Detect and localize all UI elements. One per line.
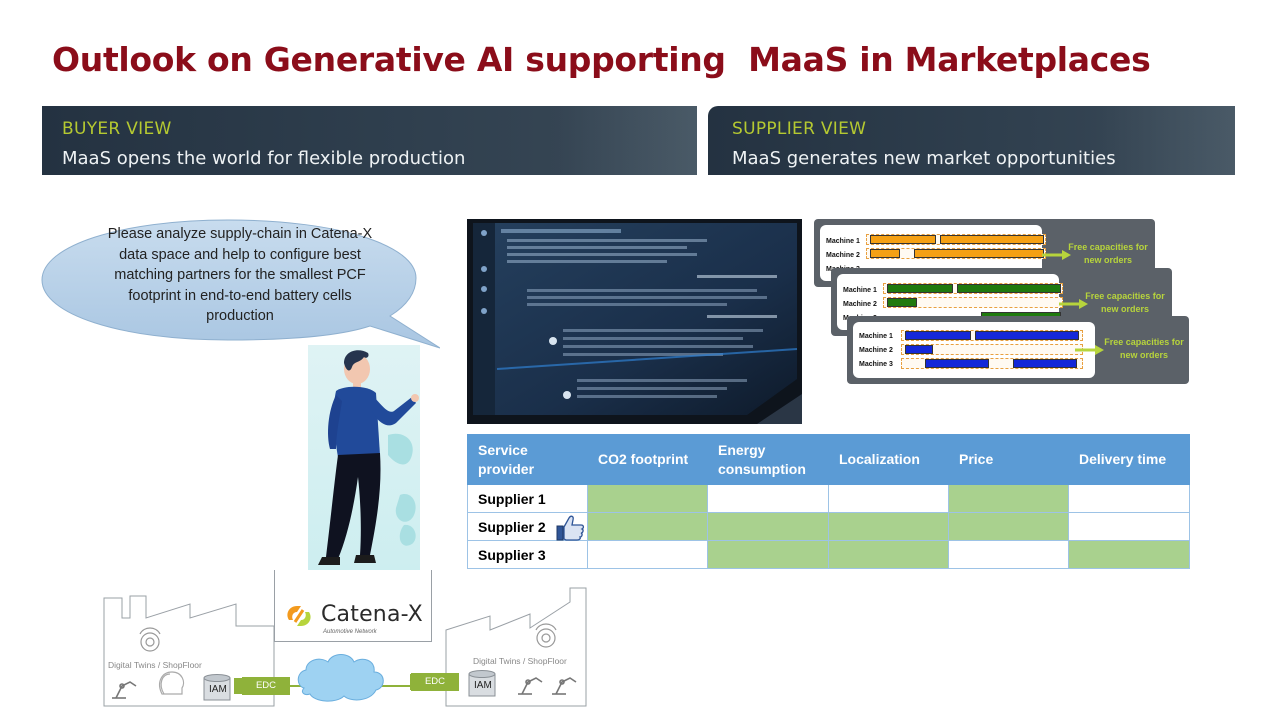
column-header: Price bbox=[948, 434, 1069, 485]
prompt-text: Please analyze supply-chain in Catena-X … bbox=[107, 226, 373, 325]
criteria-cell bbox=[587, 540, 708, 569]
right-factory-label: Digital Twins / ShopFloor bbox=[473, 656, 567, 666]
buyer-view-subtitle: MaaS opens the world for flexible produc… bbox=[62, 148, 466, 169]
capacity-bar bbox=[925, 359, 989, 368]
machine-label: Machine 3 bbox=[859, 361, 893, 368]
machine-label: Machine 2 bbox=[826, 252, 860, 259]
slide-title: Outlook on Generative AI supporting MaaS… bbox=[52, 40, 1151, 79]
supplier-name-cell: Supplier 1 bbox=[467, 484, 588, 513]
capacity-bar bbox=[957, 284, 1061, 293]
catena-x-tagline: Automotive Network bbox=[323, 629, 377, 635]
digital-twin-icon bbox=[139, 627, 161, 652]
database-icon bbox=[468, 670, 496, 697]
capacity-bar bbox=[887, 298, 917, 307]
criteria-cell bbox=[1068, 484, 1190, 513]
capacity-bar bbox=[914, 249, 1044, 258]
edc-connector-right: EDC bbox=[411, 673, 459, 691]
catena-x-logo-box: Catena-X Automotive Network bbox=[274, 570, 432, 642]
table-row: Supplier 3 bbox=[467, 540, 1190, 569]
capacity-bar bbox=[870, 249, 900, 258]
arrow-right-icon bbox=[1075, 345, 1104, 355]
column-header: Energy consumption bbox=[707, 434, 829, 485]
genai-chat-tablet-photo bbox=[467, 219, 802, 424]
arrow-right-icon bbox=[1059, 299, 1088, 309]
supplier-view-subtitle: MaaS generates new market opportunities bbox=[732, 148, 1116, 169]
criteria-cell bbox=[1068, 512, 1190, 541]
catena-x-brand: Catena-X bbox=[321, 602, 423, 627]
cloud-icon bbox=[297, 654, 384, 702]
column-header: CO2 footprint bbox=[587, 434, 708, 485]
criteria-cell bbox=[948, 540, 1069, 569]
robot-arm-icon bbox=[552, 677, 577, 695]
criteria-match-cell bbox=[587, 484, 708, 513]
robot-arm-icon bbox=[112, 681, 137, 699]
capacity-bar bbox=[870, 235, 936, 244]
supplier-name: Supplier 2 bbox=[478, 518, 546, 535]
criteria-match-cell bbox=[587, 512, 708, 541]
capacity-bar bbox=[1013, 359, 1077, 368]
machine-label: Machine 2 bbox=[843, 301, 877, 308]
catena-x-logo-icon bbox=[287, 606, 311, 626]
capacity-bar bbox=[887, 284, 953, 293]
arrow-right-icon bbox=[1042, 250, 1071, 260]
machine-label: Machine 1 bbox=[826, 238, 860, 245]
thumbs-up-icon bbox=[555, 514, 585, 542]
supplier-name: Supplier 3 bbox=[478, 546, 546, 563]
buyer-view-heading: BUYER VIEW bbox=[62, 119, 172, 139]
database-icon bbox=[203, 674, 231, 701]
criteria-match-cell bbox=[948, 484, 1069, 513]
criteria-cell bbox=[828, 484, 949, 513]
left-factory-label: Digital Twins / ShopFloor bbox=[108, 660, 202, 670]
digital-twin-icon bbox=[535, 623, 557, 648]
table-row: Supplier 2 bbox=[467, 512, 1190, 542]
criteria-match-cell bbox=[948, 512, 1069, 541]
capacity-bar bbox=[905, 331, 971, 340]
prompt-speech-bubble: Please analyze supply-chain in Catena-X … bbox=[40, 218, 440, 350]
supplier-name-cell: Supplier 3 bbox=[467, 540, 588, 569]
criteria-match-cell bbox=[707, 512, 829, 541]
buyer-view-banner: BUYER VIEW MaaS opens the world for flex… bbox=[42, 106, 697, 175]
capacity-bar bbox=[905, 345, 933, 354]
supplier-name: Supplier 1 bbox=[478, 490, 546, 507]
criteria-match-cell bbox=[707, 540, 829, 569]
criteria-cell bbox=[707, 484, 829, 513]
criteria-match-cell bbox=[828, 540, 949, 569]
iam-label-left: IAM bbox=[209, 684, 227, 695]
capacity-bar bbox=[975, 331, 1079, 340]
capacity-chart-blue: Machine 1 Machine 2 Machine 3 Free capac… bbox=[847, 316, 1189, 384]
supplier-name-cell: Supplier 2 bbox=[467, 512, 588, 542]
supplier-view-banner: SUPPLIER VIEW MaaS generates new market … bbox=[708, 106, 1235, 175]
speech-bubble-shape bbox=[41, 219, 440, 349]
supplier-view-heading: SUPPLIER VIEW bbox=[732, 119, 867, 139]
criteria-match-cell bbox=[828, 512, 949, 541]
table-row: Supplier 1 bbox=[467, 484, 1190, 513]
column-header: Service provider bbox=[467, 434, 588, 485]
machine-label: Machine 2 bbox=[859, 347, 893, 354]
column-header: Delivery time bbox=[1068, 434, 1190, 485]
person-illustration bbox=[308, 345, 420, 570]
machine-label: Machine 1 bbox=[859, 333, 893, 340]
robot-arm-icon bbox=[518, 677, 543, 695]
supplier-comparison-table: Service provider CO2 footprint Energy co… bbox=[467, 434, 1190, 569]
criteria-match-cell bbox=[1068, 540, 1190, 569]
iam-label-right: IAM bbox=[474, 680, 492, 691]
table-header-row: Service provider CO2 footprint Energy co… bbox=[467, 434, 1190, 485]
edc-connector-left: EDC bbox=[242, 677, 290, 695]
brain-head-icon bbox=[159, 671, 185, 695]
machine-label: Machine 1 bbox=[843, 287, 877, 294]
column-header: Localization bbox=[828, 434, 949, 485]
catena-x-dataspace-diagram: Catena-X Automotive Network Digital Twin… bbox=[100, 568, 592, 708]
capacity-bar bbox=[940, 235, 1044, 244]
